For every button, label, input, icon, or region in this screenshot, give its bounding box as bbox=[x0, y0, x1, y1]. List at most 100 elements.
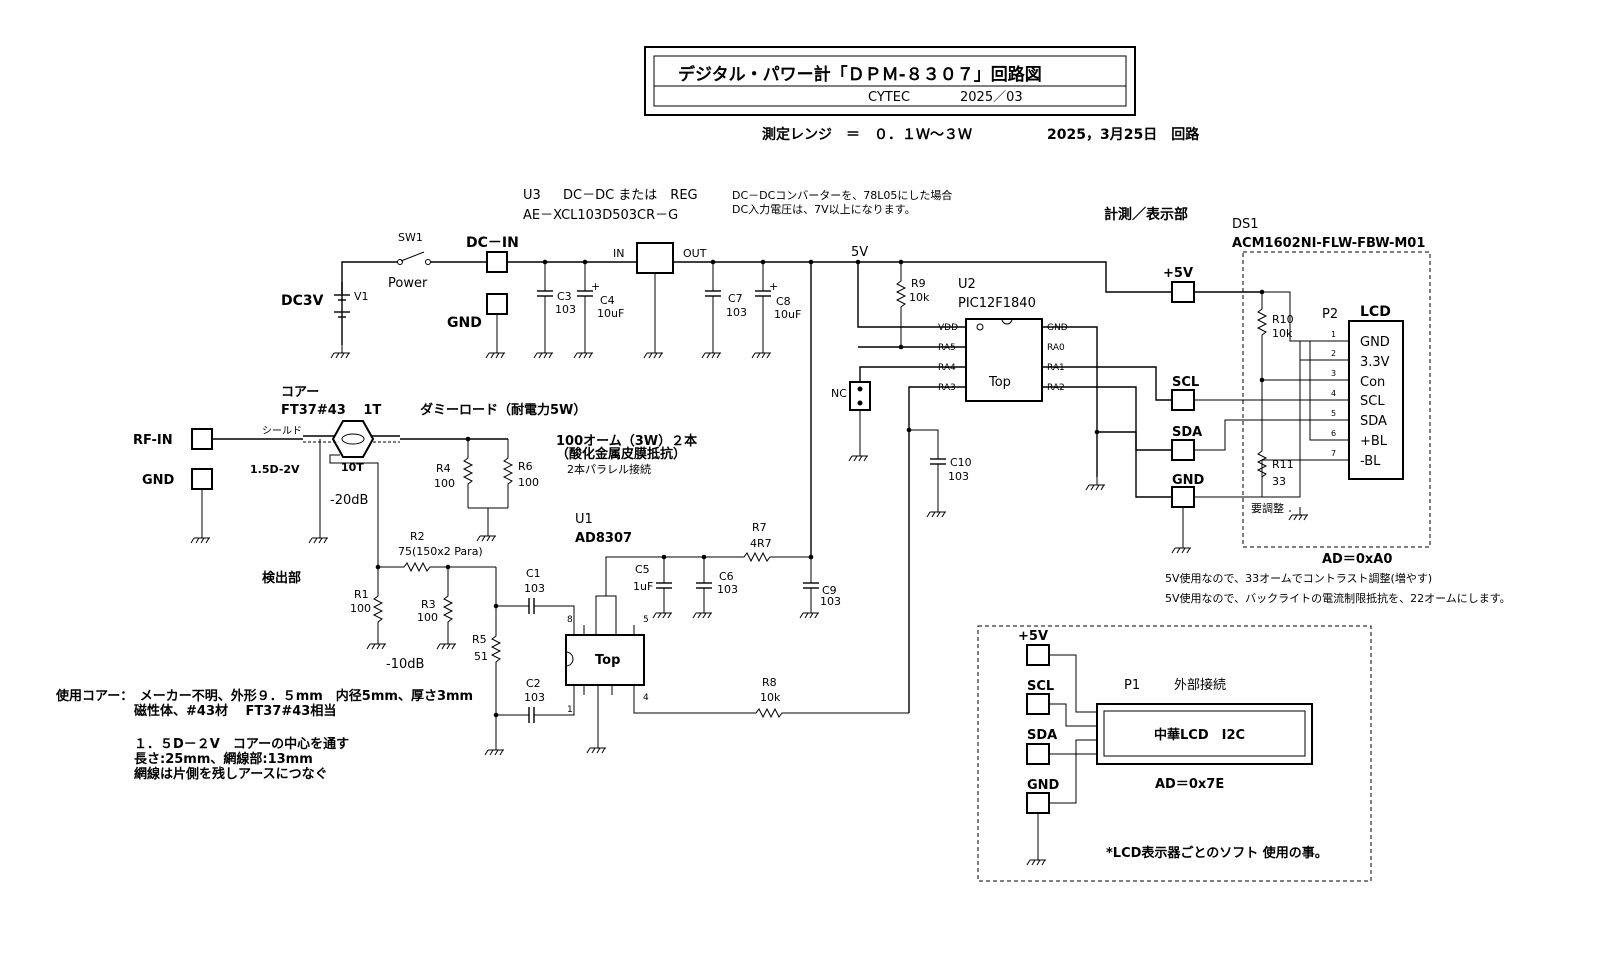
connector-5v-label: +5V bbox=[1163, 266, 1193, 281]
core-notes: 使用コアー： メーカー不明、外形９．５mm 内径5mm、厚さ3mm 磁性体、#4… bbox=[55, 688, 473, 782]
measurement-range: 測定レンジ ＝ ０．１Ｗ～３Ｗ bbox=[762, 126, 972, 143]
connector-gnd bbox=[1171, 486, 1195, 508]
c6-value: 103 bbox=[717, 583, 738, 596]
ds1-ref: DS1 bbox=[1232, 217, 1259, 232]
r10-value: 10k bbox=[1272, 327, 1293, 340]
company-name: CYTEC bbox=[868, 90, 910, 105]
u1-ref: U1 bbox=[575, 512, 593, 527]
r5-label: R5 bbox=[472, 633, 487, 646]
core-note-2: 磁性体、#43材 FT37#43相当 bbox=[134, 703, 336, 719]
core-note-1: 使用コアー： メーカー不明、外形９．５mm 内径5mm、厚さ3mm bbox=[55, 688, 473, 704]
u1-pin-8: 8 bbox=[567, 615, 573, 625]
c9-label: C9 bbox=[822, 584, 837, 597]
backlight-note: 5V使用なので、バックライトの電流制限抵抗を、22オームにします。 bbox=[1165, 591, 1511, 605]
p1-desc: 外部接続 bbox=[1174, 677, 1226, 693]
nc-jumper bbox=[849, 381, 871, 411]
u2-part: PIC12F1840 bbox=[958, 296, 1036, 311]
lcd-pin-con: Con bbox=[1360, 375, 1385, 390]
i2c-lcd-name: 中華LCD I2C bbox=[1154, 727, 1245, 743]
adjust-note: 要調整 bbox=[1251, 501, 1284, 515]
lcd-pin-gnd: GND bbox=[1360, 335, 1390, 350]
c9-value: 103 bbox=[820, 595, 841, 608]
connector-gnd-label: GND bbox=[1172, 473, 1205, 488]
lcd-pin-bl-plus: +BL bbox=[1360, 434, 1388, 449]
mcu-section: U2 PIC12F1840 Top VDD RA5 RA4 RA3 GND RA… bbox=[831, 277, 1172, 713]
p2-pin-6: 6 bbox=[1331, 429, 1336, 438]
pin-ra4: RA4 bbox=[938, 363, 956, 373]
c5-label: C5 bbox=[635, 563, 650, 576]
u3-regulator bbox=[636, 242, 674, 274]
ext-connector-scl-label: SCL bbox=[1027, 679, 1054, 694]
connector-sda bbox=[1171, 439, 1195, 461]
power-section: U3 DC－DC または REG AE－XCL103D503CR－G DC－DC… bbox=[281, 188, 1172, 557]
rf-in-connector bbox=[191, 428, 213, 450]
c5-value: 1uF bbox=[633, 580, 653, 593]
nc-label: NC bbox=[831, 387, 847, 400]
c10-value: 103 bbox=[948, 470, 969, 483]
r1-value: 100 bbox=[350, 602, 371, 615]
ds1-outline bbox=[1242, 251, 1431, 548]
c8-value: 10uF bbox=[774, 308, 801, 321]
turns-label: 10T bbox=[341, 461, 364, 474]
5v-rail-label: 5V bbox=[851, 245, 868, 260]
r8-label: R8 bbox=[762, 676, 777, 689]
c1-value: 103 bbox=[524, 582, 545, 595]
detector-section-title: 検出部 bbox=[262, 570, 301, 586]
u3-ref: U3 bbox=[523, 188, 541, 203]
display-section-title: 計測／表示部 bbox=[1104, 206, 1188, 223]
i2c-lcd-module bbox=[1096, 703, 1313, 765]
u1-pin-5: 5 bbox=[643, 615, 649, 625]
pin-vdd: VDD bbox=[938, 323, 958, 333]
p2-pin-4: 4 bbox=[1331, 389, 1336, 398]
i2c-lcd-address: AD＝0x7E bbox=[1155, 777, 1224, 792]
u2-top-marker: Top bbox=[988, 375, 1011, 390]
r9-value: 10k bbox=[909, 291, 930, 304]
connector-sda-label: SDA bbox=[1172, 425, 1202, 440]
v1-label: V1 bbox=[354, 290, 369, 303]
resistor-note-2: （酸化金属皮膜抵抗） bbox=[556, 446, 686, 462]
dcdc-note-1: DC－DCコンバーターを、78L05にした場合 bbox=[732, 188, 952, 202]
r11-value: 33 bbox=[1272, 475, 1286, 488]
c2-label: C2 bbox=[526, 677, 541, 690]
resistor-note-1: 100オーム（3W）２本 bbox=[556, 433, 697, 449]
pic12f1840-chip bbox=[965, 318, 1043, 402]
rf-input-section: コアー FT37#43 1T ダミーロード（耐電力5W） RF-IN GND シ… bbox=[133, 385, 697, 557]
dc-in-connector bbox=[486, 251, 508, 273]
lcd-pin-sda: SDA bbox=[1360, 414, 1387, 429]
r6-value: 100 bbox=[518, 476, 539, 489]
pin-ra1: RA1 bbox=[1047, 363, 1065, 373]
u1-pin-1: 1 bbox=[567, 705, 573, 715]
c1-label: C1 bbox=[526, 567, 541, 580]
dummy-load-label: ダミーロード（耐電力5W） bbox=[420, 402, 586, 418]
lcd-label: LCD bbox=[1360, 304, 1391, 320]
contrast-note: 5V使用なので、33オームでコントラスト調整(増やす) bbox=[1165, 571, 1432, 585]
svg-text:+: + bbox=[769, 280, 778, 293]
ext-connector-5v-label: +5V bbox=[1018, 629, 1048, 644]
ext-connector-sda-label: SDA bbox=[1027, 728, 1057, 743]
p2-ref: P2 bbox=[1322, 307, 1338, 322]
c3-label: C3 bbox=[557, 290, 572, 303]
gnd-connector bbox=[486, 293, 508, 315]
c10-label: C10 bbox=[950, 456, 972, 469]
connector-scl-label: SCL bbox=[1172, 375, 1199, 390]
pin-ra0: RA0 bbox=[1047, 343, 1065, 353]
u1-top-marker: Top bbox=[595, 653, 620, 668]
r4-label: R4 bbox=[436, 462, 451, 475]
core-note-5: 網線は片側を残しアースにつなぐ bbox=[134, 766, 328, 782]
lcd-pin-scl: SCL bbox=[1360, 394, 1385, 409]
ds1-part: ACM1602NI-FLW-FBW-M01 bbox=[1232, 236, 1425, 251]
r7-value: 4R7 bbox=[750, 537, 772, 550]
resistor-note-3: 2本パラレル接続 bbox=[567, 462, 651, 476]
r4-value: 100 bbox=[434, 477, 455, 490]
lcd-module bbox=[1348, 320, 1404, 480]
cable-label: 1.5D-2V bbox=[250, 463, 300, 476]
lcd-pin-bl-minus: -BL bbox=[1360, 454, 1381, 469]
u3-part: AE－XCL103D503CR－G bbox=[523, 208, 678, 223]
r7-label: R7 bbox=[752, 521, 767, 534]
schematic-title: デジタル・パワー計「ＤＰＭ-８３０７」回路図 bbox=[678, 64, 1042, 85]
display-section: 計測／表示部 DS1 ACM1602NI-FLW-FBW-M01 +5V SCL… bbox=[1104, 206, 1511, 605]
shield-label: シールド bbox=[262, 426, 302, 437]
external-lcd-section: +5V SCL SDA GND P1 外部接続 中華LCD I2C AD＝0x7… bbox=[977, 625, 1372, 882]
dc-in-label: DC－IN bbox=[466, 235, 519, 251]
r11-label: R11 bbox=[1272, 458, 1294, 471]
